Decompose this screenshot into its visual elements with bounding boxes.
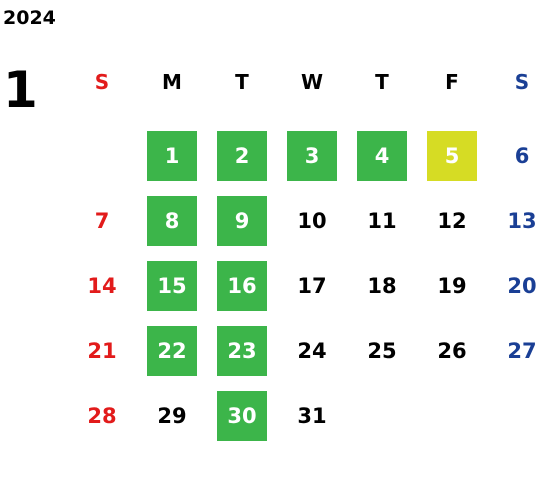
day-cell[interactable]: 23	[207, 318, 277, 383]
day-cell[interactable]: 31	[277, 383, 347, 448]
day-cell[interactable]: 16	[207, 253, 277, 318]
day-cell[interactable]: 15	[137, 253, 207, 318]
day-cell[interactable]: 26	[417, 318, 487, 383]
day-number-6: 6	[514, 143, 530, 168]
day-number-12: 12	[437, 208, 467, 233]
day-number-4: 4	[357, 130, 407, 181]
day-number-2: 2	[217, 130, 267, 181]
day-number-17: 17	[297, 273, 327, 298]
day-cell[interactable]: 14	[67, 253, 137, 318]
weekday-header-saturday: S	[514, 70, 530, 94]
day-number-11: 11	[367, 208, 397, 233]
day-number-20: 20	[507, 273, 537, 298]
day-cell[interactable]: 10	[277, 188, 347, 253]
day-cell[interactable]: 4	[347, 123, 417, 188]
day-cell[interactable]: 1	[137, 123, 207, 188]
day-cell[interactable]: 22	[137, 318, 207, 383]
day-cell[interactable]: 24	[277, 318, 347, 383]
day-number-15: 15	[147, 260, 197, 311]
day-number-8: 8	[147, 195, 197, 246]
month-number: 1	[3, 61, 38, 119]
day-cell[interactable]: 30	[207, 383, 277, 448]
day-number-16: 16	[217, 260, 267, 311]
day-number-3: 3	[287, 130, 337, 181]
day-number-23: 23	[217, 325, 267, 376]
day-number-19: 19	[437, 273, 467, 298]
day-cell[interactable]: 17	[277, 253, 347, 318]
day-cell[interactable]: 8	[137, 188, 207, 253]
day-cell[interactable]: 27	[487, 318, 548, 383]
day-number-10: 10	[297, 208, 327, 233]
day-cell[interactable]: 7	[67, 188, 137, 253]
day-number-28: 28	[87, 403, 117, 428]
day-number-25: 25	[367, 338, 397, 363]
day-cell[interactable]: 2	[207, 123, 277, 188]
day-number-22: 22	[147, 325, 197, 376]
day-number-30: 30	[217, 390, 267, 441]
day-number-14: 14	[87, 273, 117, 298]
day-cell[interactable]: 21	[67, 318, 137, 383]
day-cell[interactable]: 13	[487, 188, 548, 253]
day-number-31: 31	[297, 403, 327, 428]
day-number-21: 21	[87, 338, 117, 363]
day-number-29: 29	[157, 403, 187, 428]
weekday-header-wednesday: W	[300, 70, 324, 94]
day-cell[interactable]: 12	[417, 188, 487, 253]
day-cell[interactable]: 28	[67, 383, 137, 448]
empty-cell	[67, 123, 137, 188]
day-number-13: 13	[507, 208, 537, 233]
day-cell[interactable]: 11	[347, 188, 417, 253]
day-cell[interactable]: 5	[417, 123, 487, 188]
day-cell[interactable]: 6	[487, 123, 548, 188]
day-number-27: 27	[507, 338, 537, 363]
weekday-header-monday: M	[162, 70, 182, 94]
weekday-header-tuesday: T	[235, 70, 249, 94]
day-number-18: 18	[367, 273, 397, 298]
day-cell[interactable]: 9	[207, 188, 277, 253]
day-number-7: 7	[94, 208, 110, 233]
day-number-1: 1	[147, 130, 197, 181]
day-cell[interactable]: 18	[347, 253, 417, 318]
day-cell[interactable]: 19	[417, 253, 487, 318]
year-label: 2024	[3, 7, 56, 29]
day-number-5: 5	[427, 130, 477, 181]
day-cell[interactable]: 3	[277, 123, 347, 188]
day-number-24: 24	[297, 338, 327, 363]
day-cell[interactable]: 29	[137, 383, 207, 448]
weekday-header-sunday: S	[94, 70, 110, 94]
day-cell[interactable]: 20	[487, 253, 548, 318]
day-cell[interactable]: 25	[347, 318, 417, 383]
day-number-26: 26	[437, 338, 467, 363]
day-number-9: 9	[217, 195, 267, 246]
weekday-header-friday: F	[445, 70, 459, 94]
weekday-header-thursday: T	[375, 70, 389, 94]
